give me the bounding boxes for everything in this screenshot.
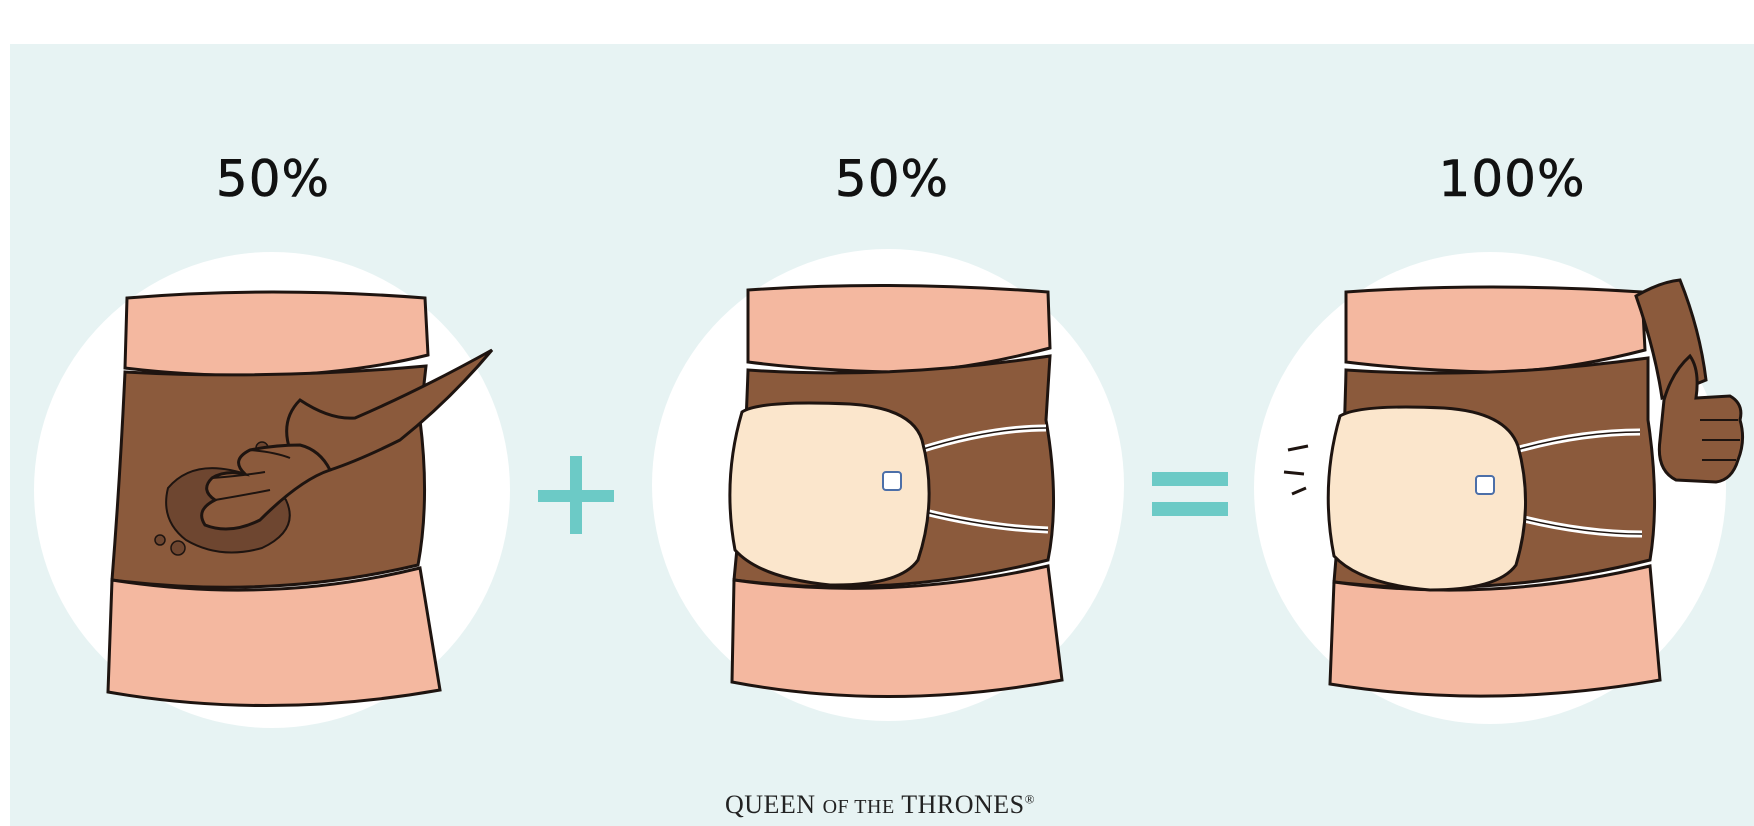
brand-logo: QUEEN OF THE THRONES®: [680, 790, 1080, 820]
step-3-illustration: [1254, 252, 1743, 724]
brand-thrones: THRONES: [901, 790, 1024, 819]
castor-oil-pack-icon: [730, 403, 929, 585]
torso-top-band: [1346, 287, 1645, 372]
step-2-illustration: [652, 249, 1124, 721]
brand-queen: QUEEN: [725, 790, 816, 819]
pack-label-icon: [1476, 476, 1494, 494]
step-1-illustration: [34, 252, 510, 728]
registered-mark: ®: [1025, 791, 1035, 806]
castor-oil-pack-icon: [1328, 407, 1525, 590]
brand-of-the: OF THE: [823, 796, 895, 818]
torso-top-band: [748, 285, 1050, 372]
torso-top-band: [125, 292, 428, 376]
pack-label-icon: [883, 472, 901, 490]
torso-bottom-band: [108, 568, 440, 706]
plus-icon: [538, 456, 614, 534]
equals-icon: [1152, 472, 1228, 516]
